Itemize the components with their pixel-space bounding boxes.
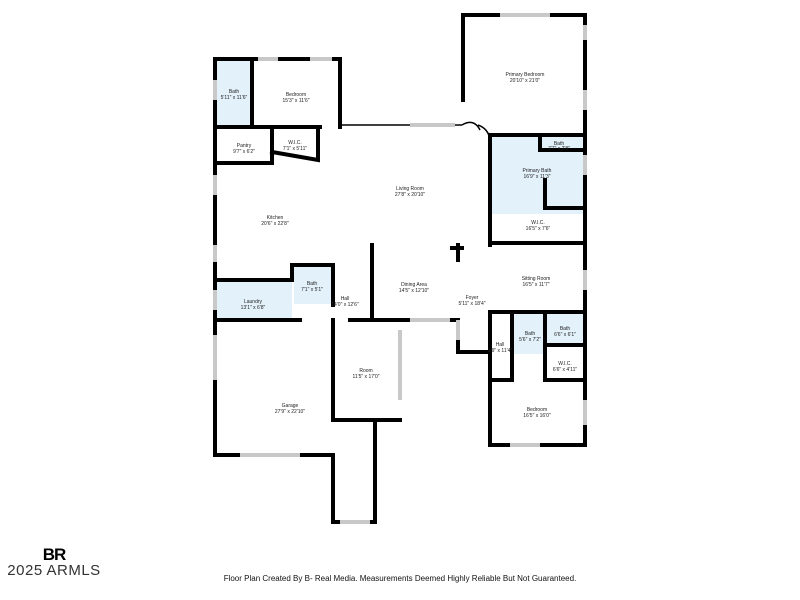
room-dims: 16'5" x 11'7" bbox=[522, 282, 549, 288]
room-dims: 16'5" x 16'0" bbox=[523, 413, 551, 419]
room-dims: 7'1" x 5'11" bbox=[283, 146, 307, 152]
room-dims: 14'5" x 12'10" bbox=[399, 288, 429, 294]
room-dims: 9'7" x 6'2" bbox=[233, 149, 255, 155]
room-dims: 3'9" x 11'4" bbox=[488, 348, 512, 354]
room-dims: 5'6" x 7'2" bbox=[519, 337, 541, 343]
room-name: Hall bbox=[496, 342, 505, 348]
room-name: Bath bbox=[307, 281, 318, 287]
room-name: Garage bbox=[282, 403, 299, 409]
room-name: Room bbox=[359, 368, 372, 374]
room-name: Primary Bath bbox=[523, 168, 552, 174]
room-dims: 16'5" x 7'6" bbox=[526, 226, 551, 232]
room-name: Sitting Room bbox=[522, 276, 551, 282]
room-dims: 15'3" x 11'6" bbox=[282, 98, 309, 104]
room-dims: 11'5" x 17'0" bbox=[352, 374, 379, 380]
room-dims: 6'6" x 4'11" bbox=[553, 367, 577, 373]
room-dims: 20'10" x 21'0" bbox=[510, 78, 540, 84]
room-name: Bath bbox=[525, 331, 536, 337]
room-name: W.I.C. bbox=[558, 361, 572, 367]
room-name: Hall bbox=[341, 296, 350, 302]
room-dims: 27'9" x 22'10" bbox=[275, 409, 305, 415]
room-dims: 14'0" x 12'6" bbox=[331, 302, 359, 308]
room-dims: 5'11" x 18'4" bbox=[458, 301, 485, 307]
room-name: Living Room bbox=[396, 186, 424, 192]
room-dims: 27'8" x 20'10" bbox=[395, 192, 425, 198]
copyright-text: 2025 ARMLS bbox=[7, 562, 101, 579]
armls-logo: BR 2025 ARMLS bbox=[4, 546, 104, 578]
svg-text:W.I.C.16'5" x 7'6": W.I.C.16'5" x 7'6" bbox=[526, 220, 551, 232]
room-name: W.I.C. bbox=[531, 220, 545, 226]
room-name: Bedroom bbox=[527, 407, 547, 413]
room-dims: 5'11" x 11'6" bbox=[221, 95, 248, 101]
room-name: Primary Bedroom bbox=[506, 72, 545, 78]
room-dims: 16'9" x 11'3" bbox=[523, 174, 550, 180]
room-dims: 7'7" x 2'8" bbox=[548, 146, 570, 152]
room-name: Bath bbox=[554, 141, 565, 147]
room-name: Dining Area bbox=[401, 282, 427, 288]
disclaimer-footer: Floor Plan Created By B- Real Media. Mea… bbox=[223, 574, 577, 583]
room-name: Laundry bbox=[244, 299, 263, 305]
room-name: Bath bbox=[560, 326, 571, 332]
room-dims: 13'1" x 6'8" bbox=[241, 305, 266, 311]
windows bbox=[213, 13, 587, 524]
room-name: Kitchen bbox=[267, 215, 284, 221]
room-name: Bath bbox=[229, 89, 240, 95]
room-dims: 6'6" x 6'1" bbox=[554, 332, 576, 338]
room-name: Foyer bbox=[466, 295, 479, 301]
room-name: Pantry bbox=[237, 143, 252, 149]
room-dims: 7'1" x 5'1" bbox=[301, 287, 323, 293]
svg-text:W.I.C.7'1" x 5'11": W.I.C.7'1" x 5'11" bbox=[283, 140, 307, 152]
svg-text:W.I.C.6'6" x 4'11": W.I.C.6'6" x 4'11" bbox=[553, 361, 577, 373]
room-name: W.I.C. bbox=[288, 140, 302, 146]
logo-mark: BR bbox=[42, 545, 67, 564]
room-dims: 20'6" x 22'8" bbox=[261, 221, 289, 227]
room-name: Bedroom bbox=[286, 92, 306, 98]
